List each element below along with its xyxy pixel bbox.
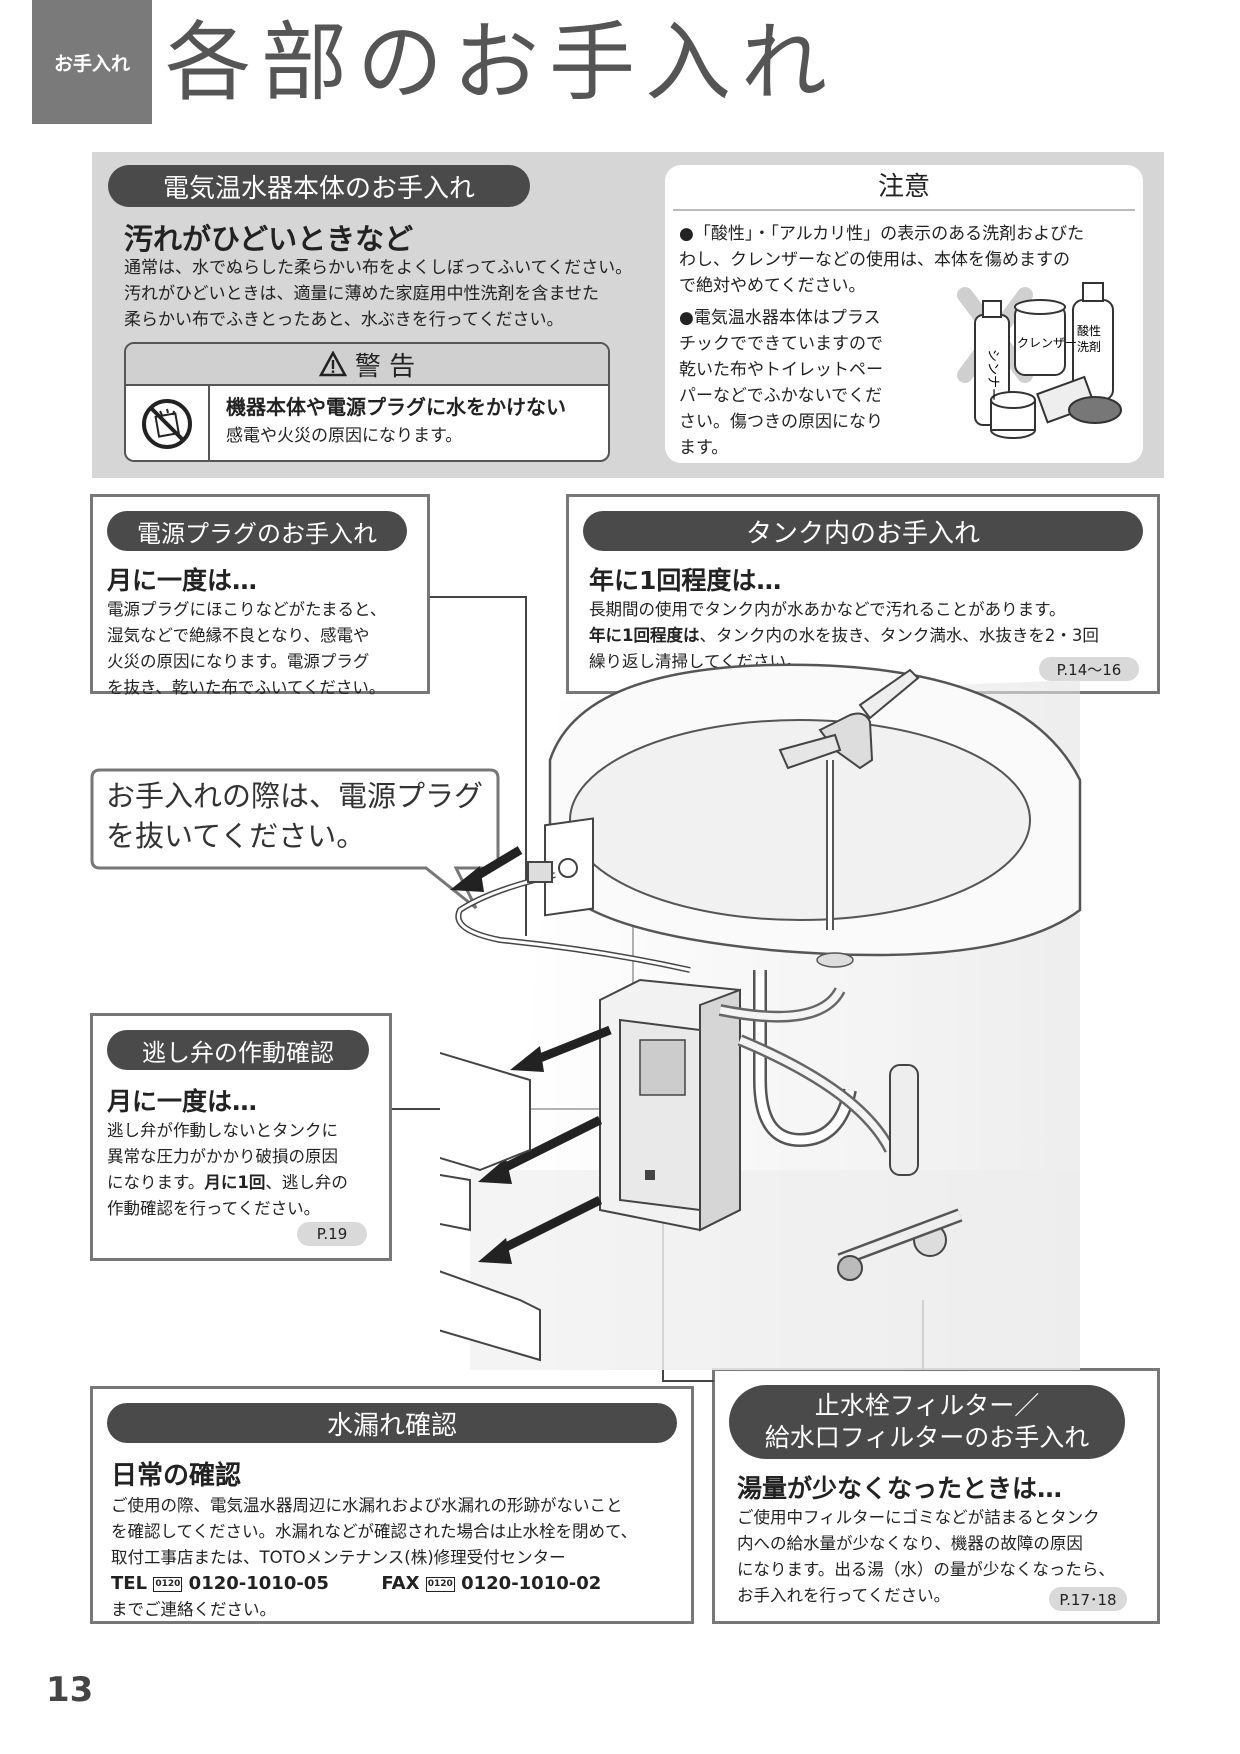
caution-line: わし、クレンザーなどの使用は、本体を傷めますの [679, 250, 1070, 270]
plug-care-subtitle: 月に一度は… [107, 566, 258, 595]
main-care-line: 通常は、水でぬらした柔らかい布をよくしぼってふいてください。 [124, 258, 633, 278]
tel-label: TEL [111, 1573, 148, 1594]
caution-line: さい。傷つきの原因になり [679, 412, 883, 432]
filter-title-line: 給水口フィルターのお手入れ [764, 1423, 1090, 1452]
plug-care-box: 電源プラグのお手入れ 月に一度は… 電源プラグにほこりなどがたまると、 湿気など… [90, 494, 430, 697]
leader-line-plug [430, 596, 526, 598]
filter-care-box: 止水栓フィルター／ 給水口フィルターのお手入れ 湯量が少なくなったときは… ご使… [712, 1368, 1160, 1624]
main-care-line: 柔らかい布でふきとったあと、水ぶきを行ってください。 [124, 310, 564, 330]
caution-item-2: ●電気温水器本体はプラス チックでできていますので 乾いた布やトイレットペー パ… [679, 305, 883, 461]
leak-check-line: までご連絡ください。 [111, 1600, 276, 1619]
warning-triangle-icon [318, 351, 347, 377]
tank-care-text: 長期間の使用でタンク内が水あかなどで汚れることがあります。 年に1回程度は、タン… [589, 597, 1099, 675]
relief-valve-post: 、逃し弁の [265, 1173, 348, 1192]
main-care-subtitle: 汚れがひどいときなど [124, 222, 414, 256]
filter-care-title: 止水栓フィルター／ 給水口フィルターのお手入れ [729, 1385, 1125, 1459]
relief-valve-text: 逃し弁が作動しないとタンクに 異常な圧力がかかり破損の原因 になります。月に1回… [107, 1118, 348, 1222]
callout-line: お手入れの際は、電源プラグ [106, 779, 484, 813]
section-tag-label: お手入れ [53, 52, 130, 75]
prohibited-items-illustration: シンナー クレンザー 酸性 洗剤 [957, 282, 1122, 439]
tank-care-line: 年に1回程度は、タンク内の水を抜き、タンク満水、水抜きを2・3回 [589, 623, 1099, 649]
filter-care-line: になります。出る湯（水）の量が少なくなったら、 [737, 1560, 1115, 1579]
caution-line: ●「酸性」・「アルカリ性」の表示のある洗剤およびた [679, 224, 1085, 244]
installation-illustration [440, 663, 1082, 1370]
relief-valve-pre: になります。 [107, 1173, 205, 1192]
plug-care-line: 火災の原因になります。電源プラグ [107, 652, 370, 671]
leak-check-box: 水漏れ確認 日常の確認 ご使用の際、電気温水器周辺に水漏れおよび水漏れの形跡がな… [90, 1386, 694, 1624]
leak-check-line: 取付工事店または、TOTOメンテナンス(株)修理受付センター [111, 1548, 566, 1567]
cleanser-label: クレンザー [1017, 336, 1077, 350]
leak-check-title: 水漏れ確認 [107, 1403, 677, 1443]
page-number: 13 [46, 1670, 94, 1710]
leader-line-filter [662, 1380, 714, 1382]
relief-valve-line: 逃し弁が作動しないとタンクに [107, 1121, 338, 1140]
plug-care-text: 電源プラグにほこりなどがたまると、 湿気などで絶縁不良となり、感電や 火災の原因… [107, 597, 386, 701]
filter-care-text: ご使用中フィルターにゴミなどが詰まるとタンク 内への給水量が少なくなり、機器の故… [737, 1505, 1115, 1609]
filter-care-line: お手入れを行ってください。 [737, 1586, 951, 1605]
callout-line: を抜いてください。 [106, 819, 366, 853]
filter-title-line: 止水栓フィルター／ [814, 1391, 1040, 1420]
caution-box: 注意 ●「酸性」・「アルカリ性」の表示のある洗剤およびた わし、クレンザーなどの… [665, 165, 1143, 463]
contact-numbers: TEL 0120 0120-1010-05 FAX 0120 0120-1010… [111, 1571, 637, 1597]
section-tag: お手入れ [32, 0, 152, 124]
plug-care-line: を抜き、乾いた布でふいてください。 [107, 678, 386, 697]
caution-line: ます。 [679, 438, 729, 458]
tank-care-rest: 、タンク内の水を抜き、タンク満水、水抜きを2・3回 [699, 626, 1099, 645]
relief-valve-line: になります。月に1回、逃し弁の [107, 1170, 348, 1196]
filter-page-ref: P.17･18 [1049, 1587, 1127, 1611]
tank-care-bold: 年に1回程度は [589, 626, 700, 645]
leak-check-subtitle: 日常の確認 [111, 1461, 242, 1491]
caution-line: ●電気温水器本体はプラス [679, 308, 881, 328]
relief-valve-page-ref: P.19 [297, 1222, 367, 1246]
relief-valve-bold: 月に1回 [204, 1173, 266, 1192]
freedial-icon: 0120 [425, 1576, 455, 1592]
freedial-icon: 0120 [153, 1576, 183, 1592]
main-care-text: 通常は、水でぬらした柔らかい布をよくしぼってふいてください。 汚れがひどいときは… [124, 255, 684, 333]
plug-care-title: 電源プラグのお手入れ [107, 511, 407, 551]
relief-valve-subtitle: 月に一度は… [107, 1087, 258, 1116]
warning-detail: 感電や火災の原因になります。 [226, 426, 463, 446]
main-care-title: 電気温水器本体のお手入れ [108, 165, 530, 207]
filter-care-line: 内への給水量が少なくなり、機器の故障の原因 [737, 1534, 1083, 1553]
tel-number: 0120-1010-05 [188, 1573, 329, 1594]
thinner-label: シンナー [985, 349, 1000, 401]
plug-care-line: 電源プラグにほこりなどがたまると、 [107, 600, 387, 619]
acid-label-2: 洗剤 [1077, 339, 1101, 354]
caution-line: 乾いた布やトイレットペー [679, 360, 883, 380]
caution-line: パーなどでふかないでくだ [679, 386, 883, 406]
warning-headline: 機器本体や電源プラグに水をかけない [226, 395, 566, 419]
filter-care-subtitle: 湯量が少なくなったときは… [737, 1474, 1063, 1503]
caution-item-1: ●「酸性」・「アルカリ性」の表示のある洗剤およびた わし、クレンザーなどの使用は… [679, 221, 1084, 299]
fax-label: FAX [381, 1573, 420, 1594]
leader-line-plug [525, 596, 527, 936]
no-water-icon [126, 386, 210, 460]
tank-care-subtitle: 年に1回程度は… [589, 566, 782, 595]
leak-check-line: を確認してください。水漏れなどが確認された場合は止水栓を閉めて、 [111, 1522, 638, 1541]
relief-valve-line: 異常な圧力がかかり破損の原因 [107, 1147, 338, 1166]
warning-box: 警 告 機器本体や電源プラグに水をかけない 感電や火災の原因になります。 [124, 342, 610, 462]
main-care-line: 汚れがひどいときは、適量に薄めた家庭用中性洗剤を含ませた [124, 284, 599, 304]
caution-line: で絶対やめてください。 [679, 276, 866, 296]
caution-line: チックでできていますので [679, 334, 883, 354]
leak-check-line: ご使用の際、電気温水器周辺に水漏れおよび水漏れの形跡がないこと [111, 1496, 623, 1515]
acid-label-1: 酸性 [1077, 323, 1101, 338]
page-title: 各部のお手入れ [165, 13, 837, 113]
leak-check-text: ご使用の際、電気温水器周辺に水漏れおよび水漏れの形跡がないこと を確認してくださ… [111, 1493, 637, 1623]
tank-care-title: タンク内のお手入れ [583, 511, 1143, 551]
warning-title: 警 告 [354, 351, 416, 382]
warning-header: 警 告 [126, 344, 608, 386]
filter-care-line: ご使用中フィルターにゴミなどが詰まるとタンク [737, 1508, 1100, 1527]
tank-care-line: 長期間の使用でタンク内が水あかなどで汚れることがあります。 [589, 600, 1066, 619]
tank-care-box: タンク内のお手入れ 年に1回程度は… 長期間の使用でタンク内が水あかなどで汚れる… [566, 494, 1160, 694]
plug-care-line: 湿気などで絶縁不良となり、感電や [107, 626, 370, 645]
relief-valve-box: 逃し弁の作動確認 月に一度は… 逃し弁が作動しないとタンクに 異常な圧力がかかり… [90, 1013, 392, 1261]
relief-valve-title: 逃し弁の作動確認 [107, 1030, 369, 1070]
tank-page-ref: P.14〜16 [1039, 657, 1139, 681]
fax-number: 0120-1010-02 [461, 1573, 602, 1594]
callout-text: お手入れの際は、電源プラグ を抜いてください。 [106, 776, 483, 856]
relief-valve-line: 作動確認を行ってください。 [107, 1199, 321, 1218]
caution-title: 注意 [673, 165, 1135, 211]
